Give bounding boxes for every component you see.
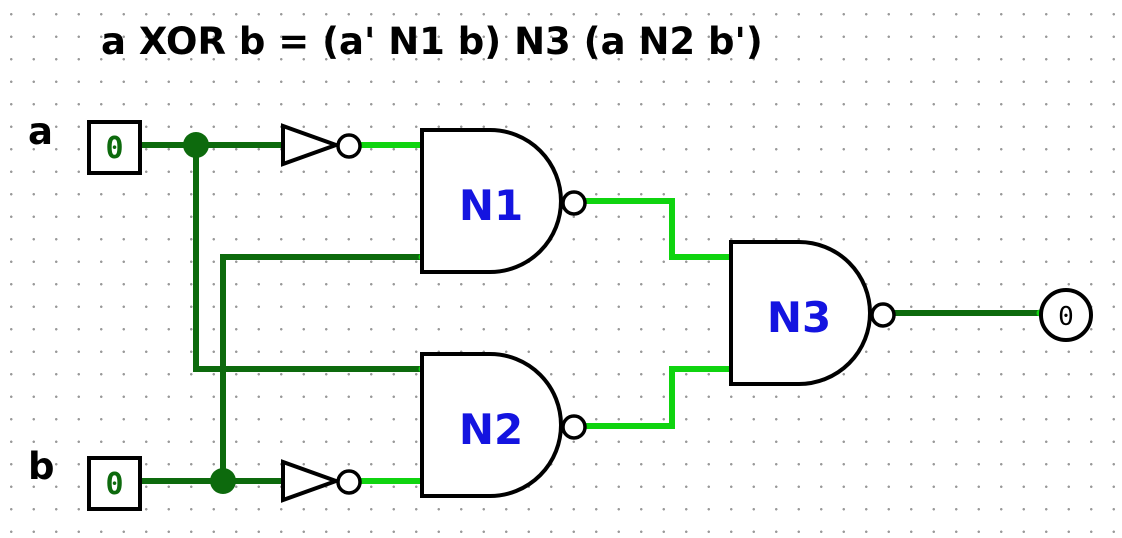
nand-gate-n3-label: N3 <box>767 293 831 342</box>
wire-a-to-n2 <box>193 142 425 372</box>
input-label-b: b <box>28 445 55 488</box>
nand-gate-n1-label: N1 <box>459 181 523 230</box>
wire-n2-to-n3 <box>584 366 734 429</box>
junction-a <box>183 132 209 158</box>
not-gate-a[interactable] <box>281 123 362 167</box>
output-probe[interactable]: 0 <box>1039 288 1093 342</box>
wires-high <box>359 142 734 484</box>
input-pin-b-value: 0 <box>105 467 123 502</box>
input-pin-b[interactable]: 0 <box>87 456 142 511</box>
junction-b <box>210 468 236 494</box>
output-probe-value: 0 <box>1058 302 1074 332</box>
input-pin-a[interactable]: 0 <box>87 120 142 175</box>
not-gate-b[interactable] <box>281 459 362 503</box>
input-pin-a-value: 0 <box>105 131 123 166</box>
wire-n1-to-n3 <box>584 198 734 260</box>
nand-gate-n2-label: N2 <box>459 405 523 454</box>
wires-low <box>137 142 1043 484</box>
input-label-a: a <box>28 110 53 153</box>
nand-gate-n2[interactable]: N2 <box>420 352 587 498</box>
wire-b-to-n1 <box>220 254 425 484</box>
nand-gate-n1[interactable]: N1 <box>420 128 587 274</box>
circuit-title: a XOR b = (a' N1 b) N3 (a N2 b') <box>101 20 763 63</box>
nand-gate-n3[interactable]: N3 <box>729 240 896 386</box>
